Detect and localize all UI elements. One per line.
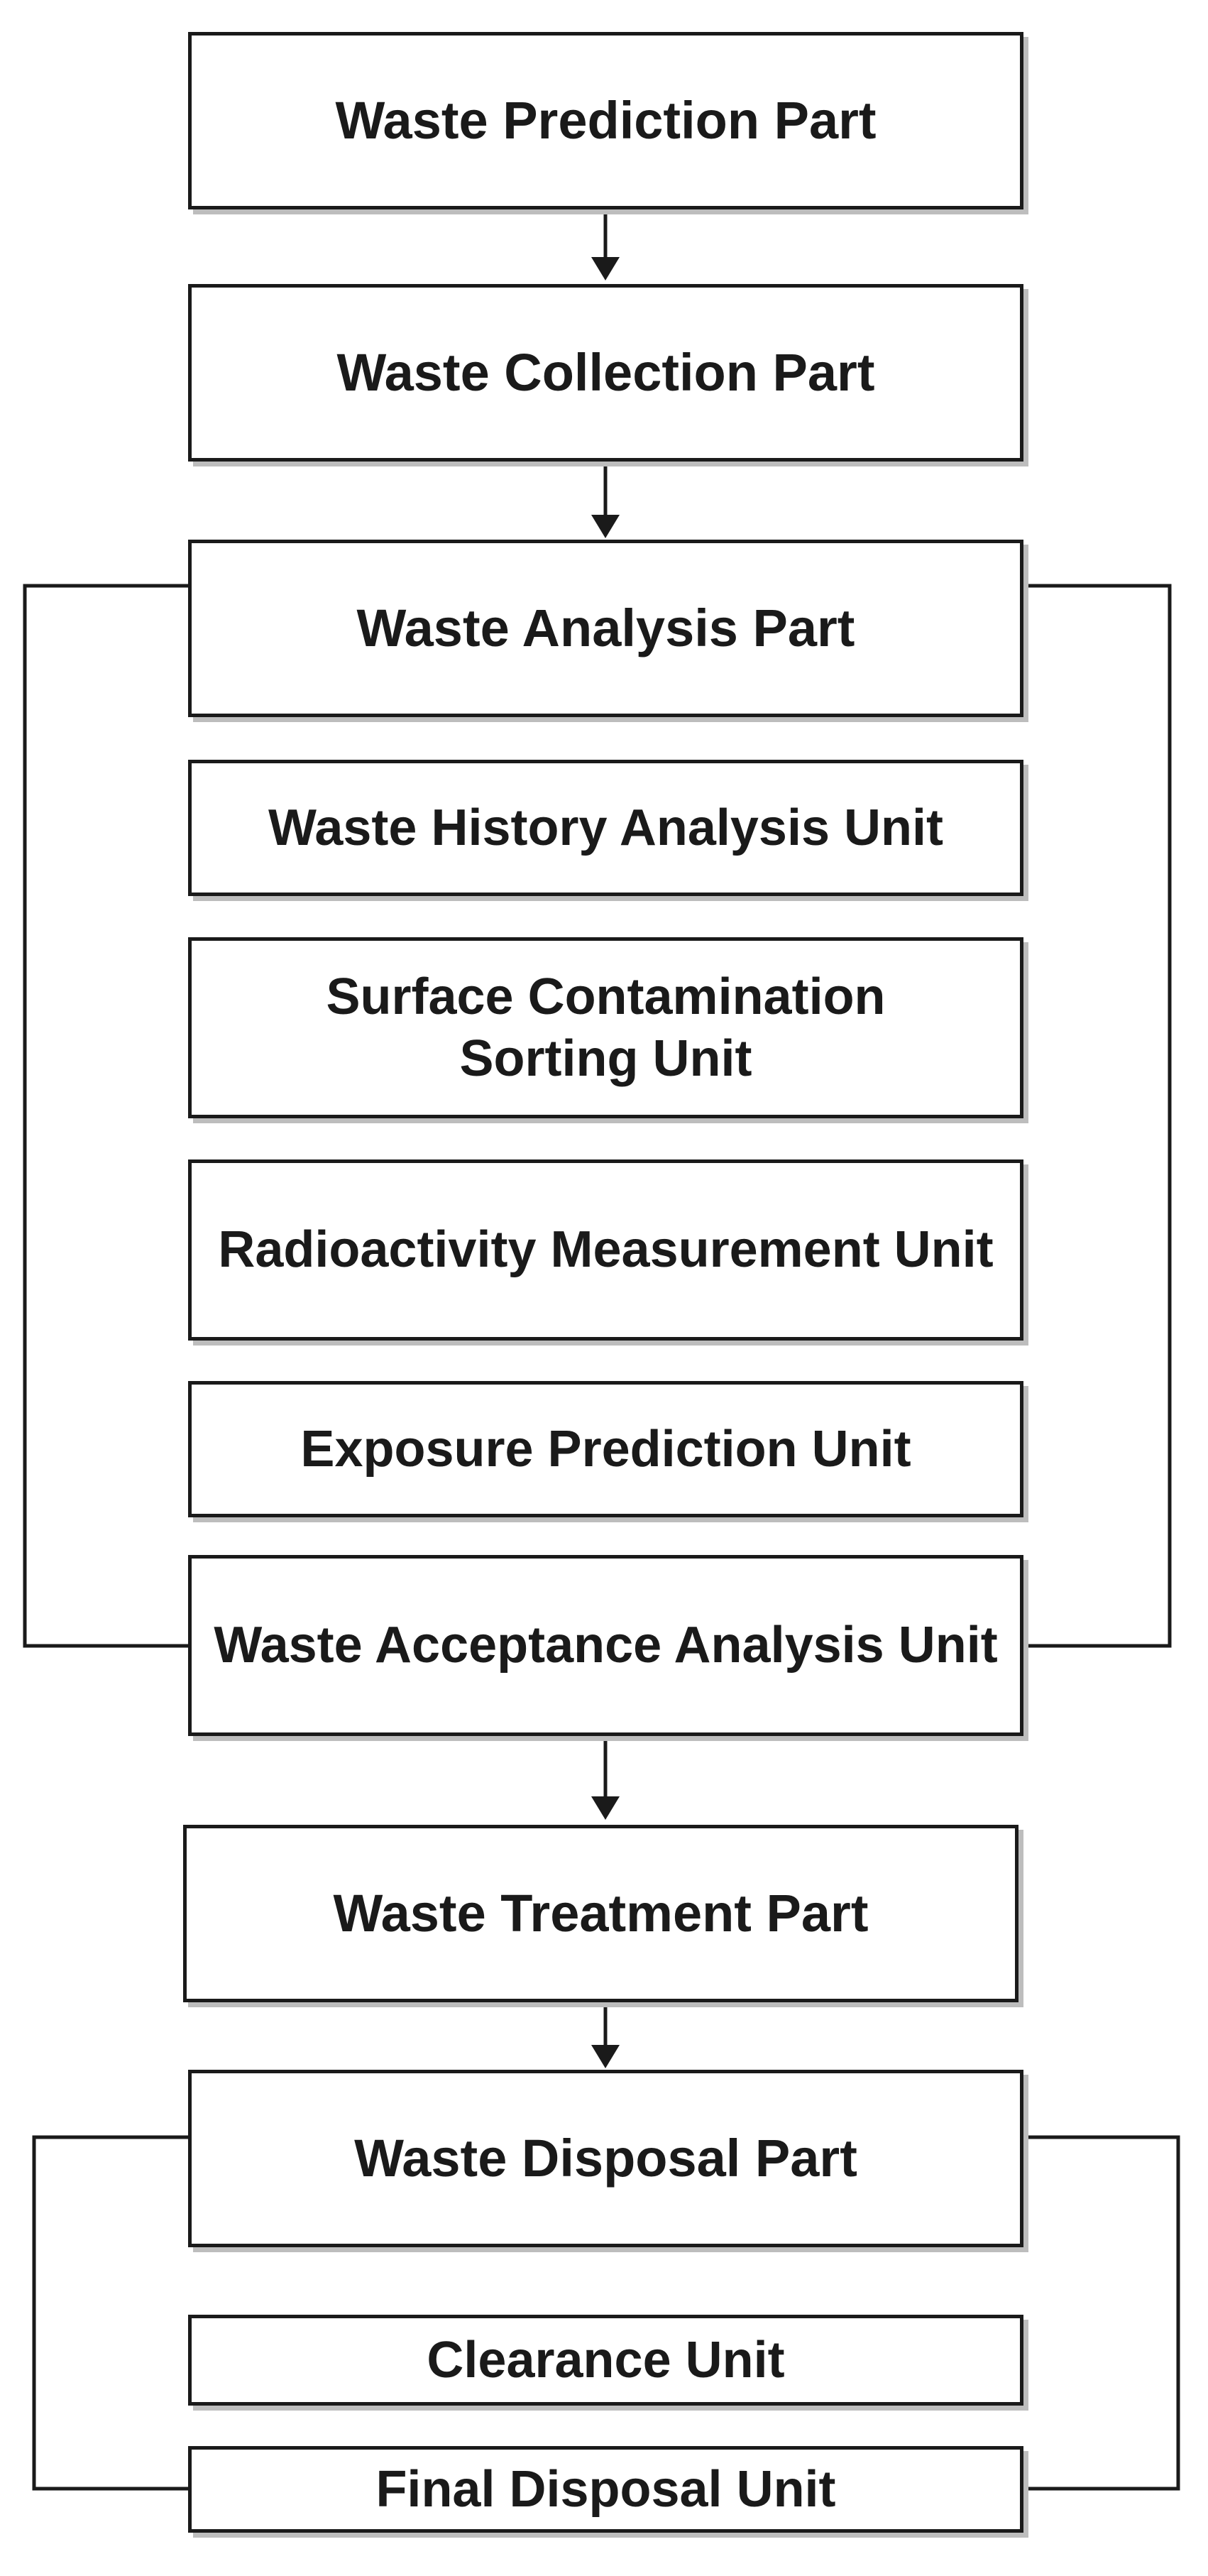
waste-collection-part-label: Waste Collection Part (336, 342, 875, 402)
radioactivity-measurement-unit-label: Radioactivity Measurement Unit (218, 1221, 994, 1279)
exposure-prediction-unit-label: Exposure Prediction Unit (300, 1420, 911, 1478)
clearance-unit-box: Clearance Unit (188, 2315, 1023, 2406)
clearance-unit-label: Clearance Unit (427, 2331, 785, 2389)
radioactivity-measurement-unit-box: Radioactivity Measurement Unit (188, 1159, 1023, 1341)
waste-disposal-part-box: Waste Disposal Part (188, 2070, 1023, 2247)
final-disposal-unit-label: Final Disposal Unit (375, 2460, 836, 2518)
waste-treatment-part-box: Waste Treatment Part (183, 1825, 1018, 2002)
surface-contamination-sorting-unit-box: Surface Contamination Sorting Unit (188, 937, 1023, 1118)
arrow-acceptance-to-treatment (591, 1736, 620, 1820)
analysis-group-bracket-right (1023, 584, 1172, 1648)
arrow-prediction-to-collection (591, 211, 620, 280)
waste-prediction-part-label: Waste Prediction Part (335, 90, 877, 150)
arrow-treatment-to-disposal (591, 2002, 620, 2068)
waste-treatment-part-label: Waste Treatment Part (333, 1883, 869, 1943)
analysis-group-bracket-left (23, 584, 188, 1648)
waste-prediction-part-box: Waste Prediction Part (188, 32, 1023, 209)
disposal-group-bracket-right (1023, 2135, 1180, 2491)
waste-analysis-part-box: Waste Analysis Part (188, 540, 1023, 717)
arrow-collection-to-analysis (591, 462, 620, 538)
exposure-prediction-unit-box: Exposure Prediction Unit (188, 1381, 1023, 1517)
final-disposal-unit-box: Final Disposal Unit (188, 2446, 1023, 2533)
disposal-group-bracket-left (32, 2135, 188, 2491)
waste-history-analysis-unit-label: Waste History Analysis Unit (268, 799, 943, 856)
waste-disposal-part-label: Waste Disposal Part (354, 2128, 857, 2188)
waste-acceptance-analysis-unit-label: Waste Acceptance Analysis Unit (214, 1617, 998, 1674)
waste-collection-part-box: Waste Collection Part (188, 284, 1023, 462)
surface-contamination-sorting-unit-label: Surface Contamination Sorting Unit (326, 968, 886, 1087)
waste-analysis-part-label: Waste Analysis Part (356, 598, 855, 657)
waste-history-analysis-unit-box: Waste History Analysis Unit (188, 760, 1023, 896)
waste-acceptance-analysis-unit-box: Waste Acceptance Analysis Unit (188, 1555, 1023, 1736)
